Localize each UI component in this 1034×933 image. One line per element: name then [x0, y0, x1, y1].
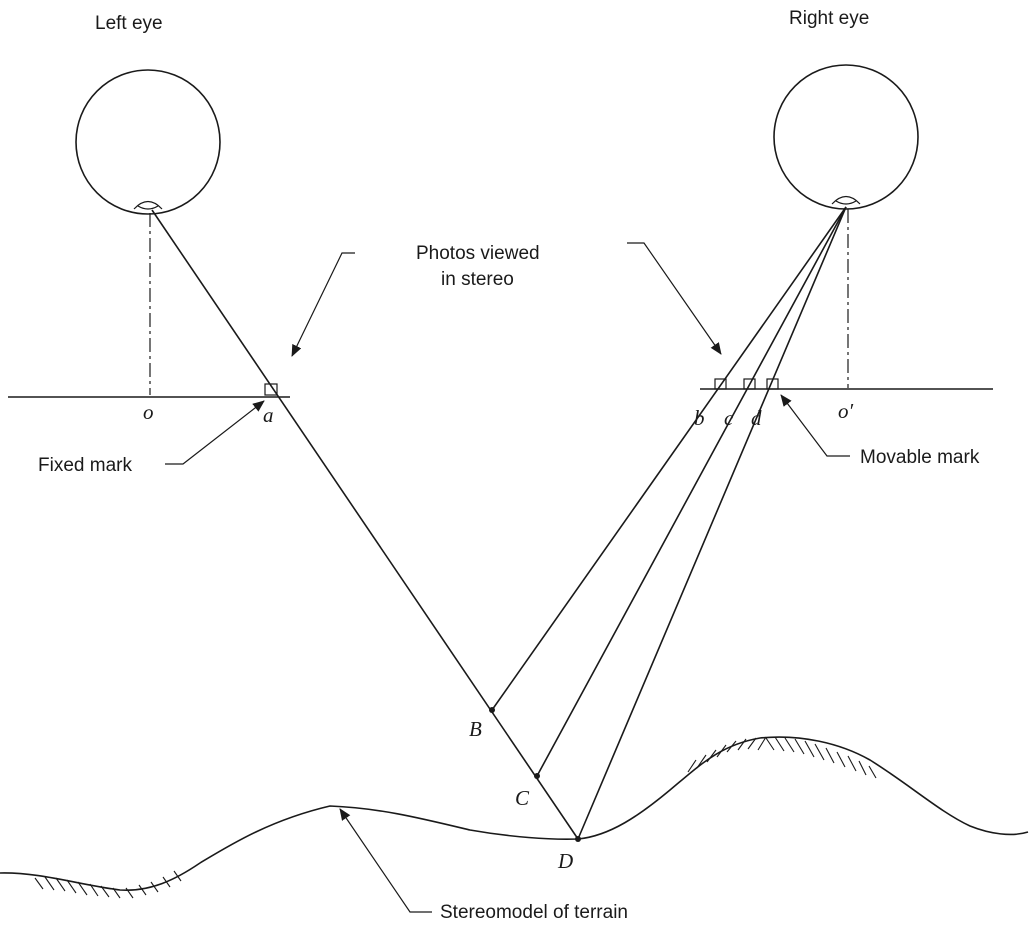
terrain-hatching-hill: [687, 736, 877, 779]
mark-b-square: [714, 378, 727, 390]
point-o-label: o: [143, 400, 154, 424]
left-eye: [75, 69, 221, 215]
point-C: [534, 773, 540, 779]
ray-to-B: [491, 206, 847, 711]
terrain-profile: [0, 736, 1029, 891]
movable-mark-label: Movable mark: [860, 447, 980, 468]
terrain-hatching-left: [34, 870, 182, 899]
left-eye-label: Left eye: [95, 13, 163, 34]
terrain-arrow: [339, 808, 432, 913]
terrain-label: Stereomodel of terrain: [440, 902, 628, 923]
point-b-label: b: [694, 406, 705, 430]
photos-arrow-right: [627, 242, 722, 355]
mark-c-square: [743, 378, 756, 390]
point-o-prime-label: o′: [838, 399, 854, 423]
point-c-label: c: [724, 406, 734, 430]
point-D-label: D: [557, 849, 573, 873]
ray-to-D: [577, 206, 847, 840]
fixed-mark-label: Fixed mark: [38, 455, 132, 476]
point-C-label: C: [515, 786, 530, 810]
movable-mark-arrow: [780, 394, 850, 457]
point-d-label: d: [751, 406, 762, 430]
right-eye-label: Right eye: [789, 8, 869, 29]
photos-label-line1: Photos viewed: [416, 243, 540, 264]
photos-arrow-left: [291, 252, 355, 357]
point-B: [489, 707, 495, 713]
point-a-label: a: [263, 403, 274, 427]
ray-to-C: [536, 206, 847, 777]
fixed-mark-square: [264, 383, 278, 396]
right-eye: [773, 64, 919, 210]
left-ray: [151, 209, 579, 840]
point-B-label: B: [469, 717, 482, 741]
photos-label-line2: in stereo: [441, 269, 514, 290]
fixed-mark-arrow: [165, 400, 265, 465]
